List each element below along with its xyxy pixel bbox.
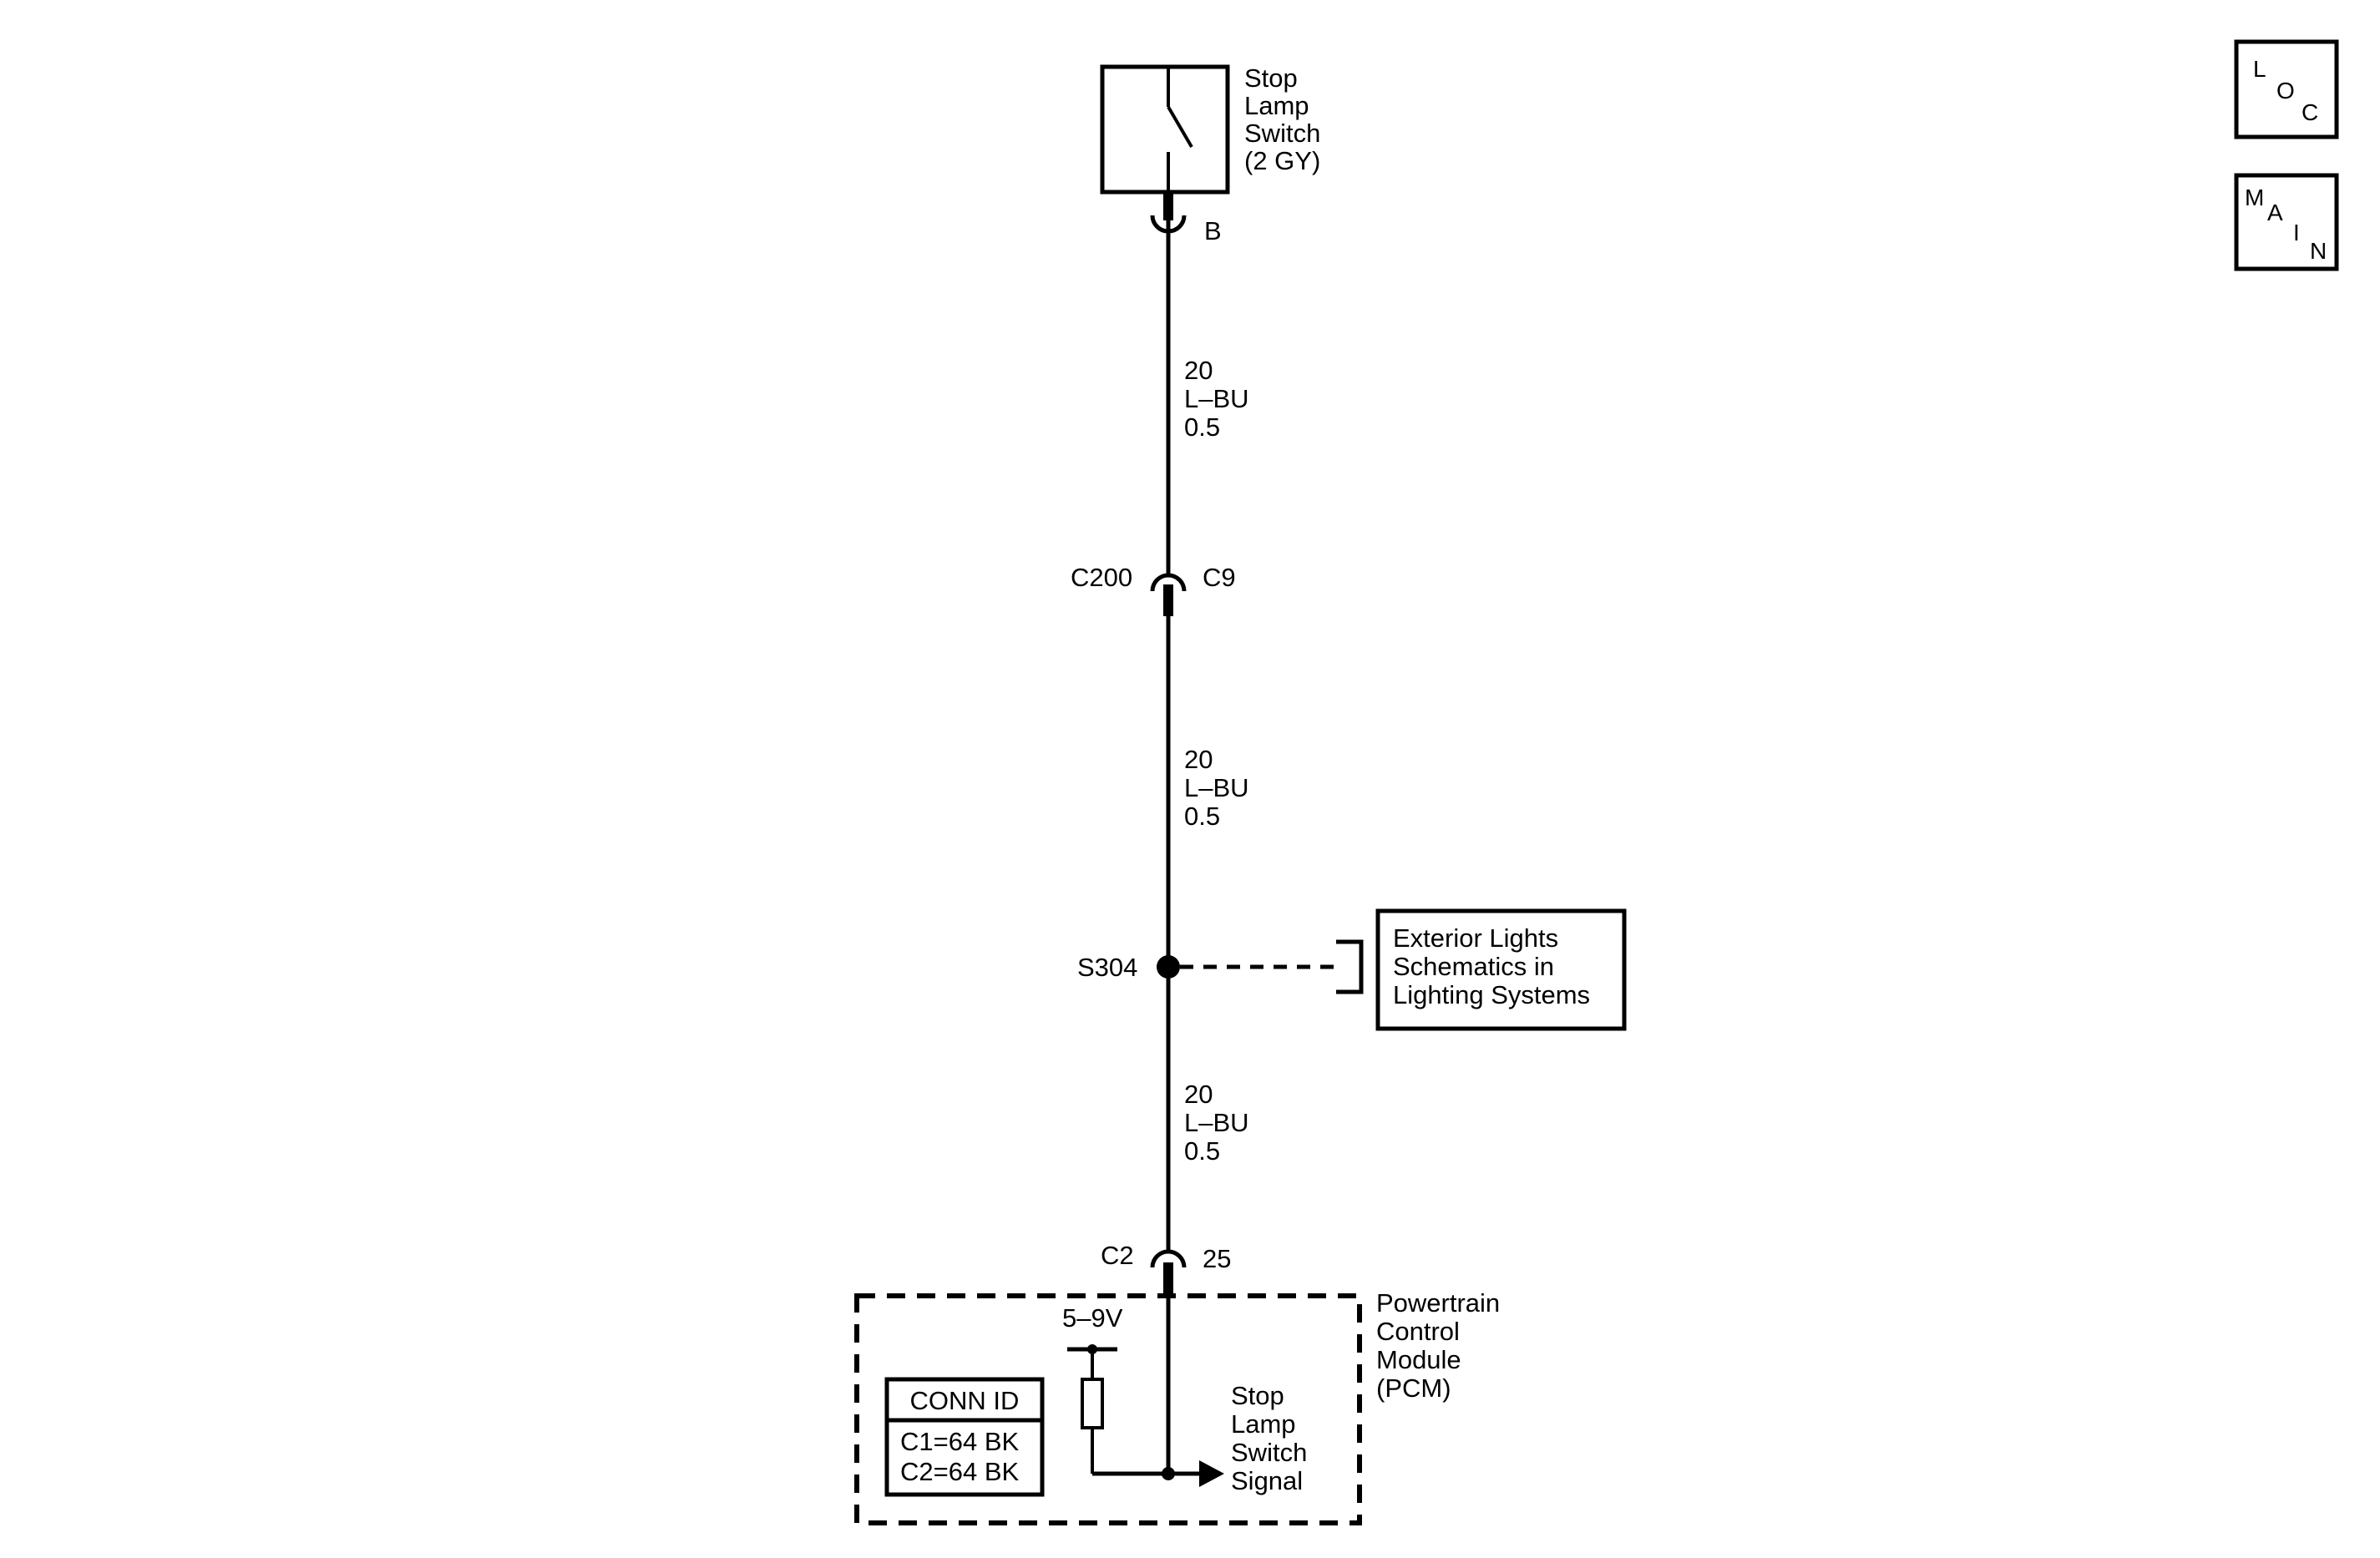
- pcm-label-2: Control: [1376, 1317, 1460, 1346]
- connector-c2-cup: [1150, 1249, 1187, 1268]
- conn-id-frame: [884, 1377, 1045, 1497]
- wire-2-gauge: 0.5: [1184, 802, 1220, 831]
- wire-3-gauge: 0.5: [1184, 1136, 1220, 1166]
- conn-id-row-2: C2=64 BK: [900, 1457, 1020, 1486]
- wire-label-3: 20 L–BU 0.5: [1184, 1080, 1249, 1166]
- pcm-label-4: (PCM): [1376, 1373, 1451, 1403]
- main-letter-a: A: [2267, 200, 2283, 225]
- connector-pin-25-label: 25: [1203, 1244, 1231, 1273]
- signal-label-1: Stop: [1231, 1381, 1284, 1410]
- wire-label-1: 20 L–BU 0.5: [1184, 356, 1249, 442]
- main-button-frame[interactable]: [2234, 173, 2339, 271]
- signal-label-4: Signal: [1231, 1466, 1303, 1495]
- reference-line-3: Lighting Systems: [1393, 980, 1590, 1009]
- pcm-label-3: Module: [1376, 1345, 1461, 1374]
- stop-lamp-switch-label-2: Lamp: [1244, 91, 1309, 120]
- connector-c2-label: C2: [1101, 1241, 1134, 1270]
- conn-id-title: CONN ID: [910, 1386, 1020, 1415]
- stop-lamp-switch-body: [1100, 64, 1230, 195]
- conn-id-box: CONN ID C1=64 BK C2=64 BK: [884, 1377, 1045, 1497]
- stop-lamp-switch: Stop Lamp Switch (2 GY): [1100, 63, 1320, 195]
- signal-label-2: Lamp: [1231, 1409, 1296, 1439]
- switch-pin-label: B: [1204, 216, 1222, 245]
- wire-1-gauge: 0.5: [1184, 412, 1220, 442]
- main-letter-i: I: [2293, 220, 2300, 245]
- pcm-connector-c2: C2 25: [1101, 1241, 1231, 1296]
- loc-button-frame[interactable]: [2234, 39, 2339, 139]
- stop-lamp-switch-label-4: (2 GY): [1244, 146, 1320, 175]
- reference-line-2: Schematics in: [1393, 952, 1554, 981]
- connector-c200-pin: [1163, 584, 1173, 616]
- connector-b: B: [1150, 192, 1222, 245]
- loc-button[interactable]: L O C: [2234, 39, 2339, 139]
- loc-letter-o: O: [2276, 78, 2295, 104]
- wire-2-color: L–BU: [1184, 773, 1249, 802]
- wire-1-color: L–BU: [1184, 384, 1249, 413]
- pcm-label-1: Powertrain: [1376, 1288, 1500, 1318]
- signal-label-3: Switch: [1231, 1438, 1307, 1467]
- pull-up-resistor: [1081, 1378, 1104, 1429]
- wire-3-color: L–BU: [1184, 1108, 1249, 1137]
- conn-id-row-1: C1=64 BK: [900, 1427, 1020, 1456]
- wire-2-circuit: 20: [1184, 745, 1213, 774]
- stop-lamp-switch-label-3: Switch: [1244, 119, 1320, 148]
- switch-blade: [1167, 105, 1193, 149]
- exterior-lights-reference[interactable]: Exterior Lights Schematics in Lighting S…: [1375, 908, 1627, 1031]
- connector-c200-label: C200: [1071, 563, 1132, 592]
- loc-letter-c: C: [2302, 99, 2318, 125]
- main-button[interactable]: M A I N: [2234, 173, 2339, 271]
- connector-c9-label: C9: [1203, 563, 1236, 592]
- wire-3-circuit: 20: [1184, 1080, 1213, 1109]
- connector-c2-pin: [1163, 1262, 1173, 1296]
- signal-arrow: [1199, 1460, 1224, 1487]
- main-letter-m: M: [2245, 185, 2264, 210]
- wire-label-2: 20 L–BU 0.5: [1184, 745, 1249, 831]
- exterior-lights-reference-box[interactable]: [1375, 908, 1627, 1031]
- terminal-pin: [1163, 192, 1173, 220]
- reference-line-1: Exterior Lights: [1393, 923, 1558, 953]
- inline-connector-c200: C200 C9: [1071, 563, 1236, 616]
- pull-up-voltage-label: 5–9V: [1062, 1303, 1123, 1333]
- stop-lamp-switch-label-1: Stop: [1244, 63, 1298, 93]
- pcm-boundary-dashed: [854, 1293, 1362, 1525]
- signal-junction: [1162, 1467, 1175, 1480]
- reference-bracket: [1336, 939, 1364, 994]
- connector-c200-cup: [1150, 573, 1187, 592]
- pcm-module: Powertrain Control Module (PCM) 5–9V Sto…: [854, 1288, 1500, 1525]
- main-letter-n: N: [2310, 238, 2327, 264]
- wire-1-circuit: 20: [1184, 356, 1213, 385]
- splice-dot: [1157, 955, 1180, 979]
- splice-s304: S304: [1077, 939, 1364, 994]
- splice-label: S304: [1077, 953, 1137, 982]
- loc-letter-l: L: [2253, 56, 2266, 82]
